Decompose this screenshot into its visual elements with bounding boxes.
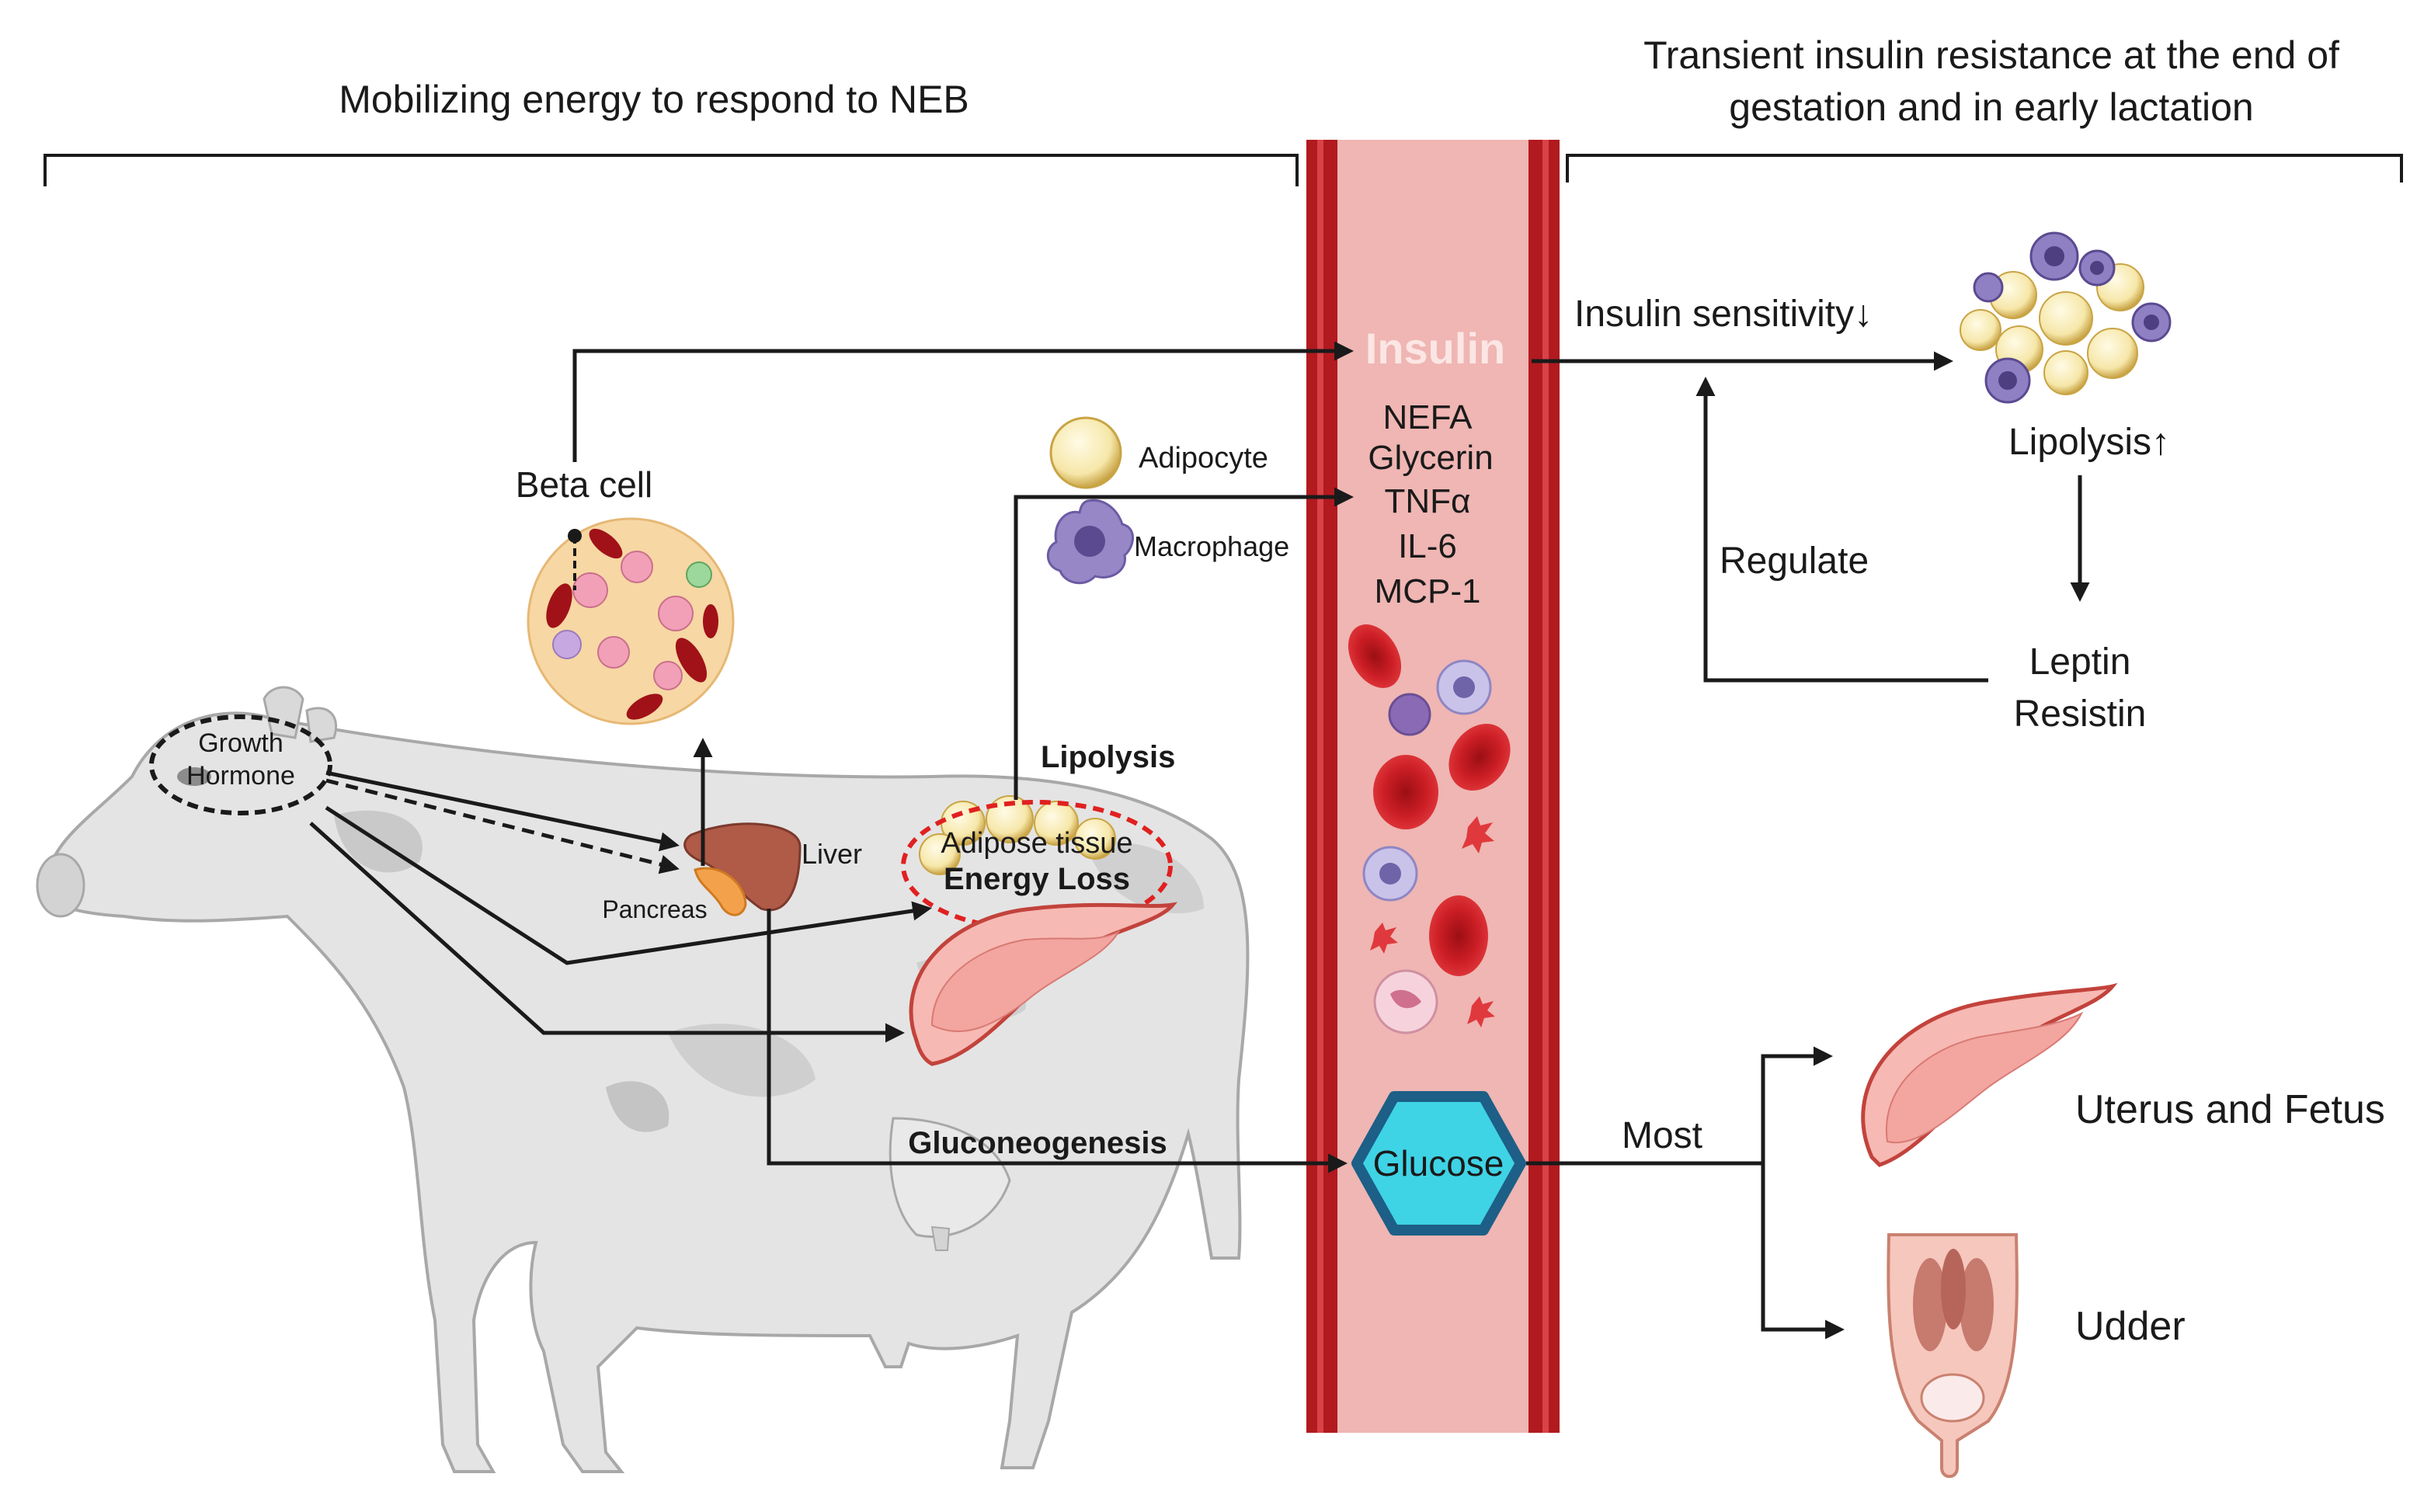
macrophage-label: Macrophage [1134,530,1289,562]
pancreas-label: Pancreas [602,895,707,923]
adipose-tissue-cluster [919,795,1116,875]
arrow-regulate [1695,377,1988,683]
insulin-label: Insulin [1365,324,1505,373]
arrow-beta-to-insulin [572,341,1354,462]
factor-nefa: NEFA [1383,398,1473,436]
regulate-label: Regulate [1720,540,1869,582]
right-bracket [1566,154,2403,182]
leptin-label: Leptin [2029,641,2131,683]
udder-label: Udder [2075,1304,2186,1349]
adipose-tissue-label: Adipose tissue [941,827,1132,860]
growth-hormone-label-line1: Growth [198,728,283,758]
growth-hormone-label-line2: Hormone [186,761,295,791]
cow-uterus-icon [909,902,1178,1066]
cow-illustration [36,686,1250,1473]
factor-mcp-1: MCP-1 [1375,572,1481,610]
arrow-gh-to-uterus [309,822,905,1043]
uterus-fetus-icon [1861,982,2118,1167]
insulin-sensitivity-label: Insulin sensitivity↓ [1574,294,1873,335]
lipolysis-cluster [1960,231,2172,404]
connectors [309,341,2090,1340]
lipolysis-up-label: Lipolysis↑ [2008,422,2170,463]
left-header: Mobilizing energy to respond to NEB [339,78,969,121]
glucose-hexagon [1351,1091,1526,1236]
glucose-label: Glucose [1373,1143,1504,1184]
udder-icon [1887,1233,2019,1479]
most-label: Most [1622,1115,1702,1156]
lipolysis-label: Lipolysis [1041,740,1175,774]
gluconeogenesis-label: Gluconeogenesis [908,1126,1167,1160]
right-header-line2: gestation and in early lactation [1729,85,2253,129]
liver-icon [683,822,802,912]
arrow-to-uterus [1761,1046,1833,1163]
uterus-fetus-label: Uterus and Fetus [2075,1087,2385,1132]
beta-cell-label: Beta cell [516,464,652,505]
resistin-label: Resistin [2014,693,2147,735]
arrow-gh-to-adipose [325,805,932,965]
pancreas-icon [694,867,747,916]
beta-cell-tissue [527,517,735,725]
factor-tnf-alpha: TNFα [1385,482,1471,520]
factor-il-6: IL-6 [1398,527,1457,565]
arrow-lipolysis-to-factors [1014,487,1354,800]
arrow-to-udder [1761,1163,1845,1340]
adipocyte-icon [1049,416,1122,489]
energy-loss-ring [901,800,1173,932]
macrophage-icon [1046,499,1134,585]
factor-glycerin: Glycerin [1368,439,1493,477]
arrow-gh-to-liver [325,770,680,852]
growth-hormone-marker [149,714,332,815]
liver-label: Liver [802,838,862,870]
arrow-gluconeogenesis [767,909,1348,1173]
left-bracket [43,154,1299,186]
adipocyte-label: Adipocyte [1139,442,1268,474]
right-header-line1: Transient insulin resistance at the end … [1643,33,2339,77]
energy-loss-label: Energy Loss [944,862,1130,896]
beta-cell-pointer-dot [568,529,582,543]
blood-cells [1348,624,1511,1034]
